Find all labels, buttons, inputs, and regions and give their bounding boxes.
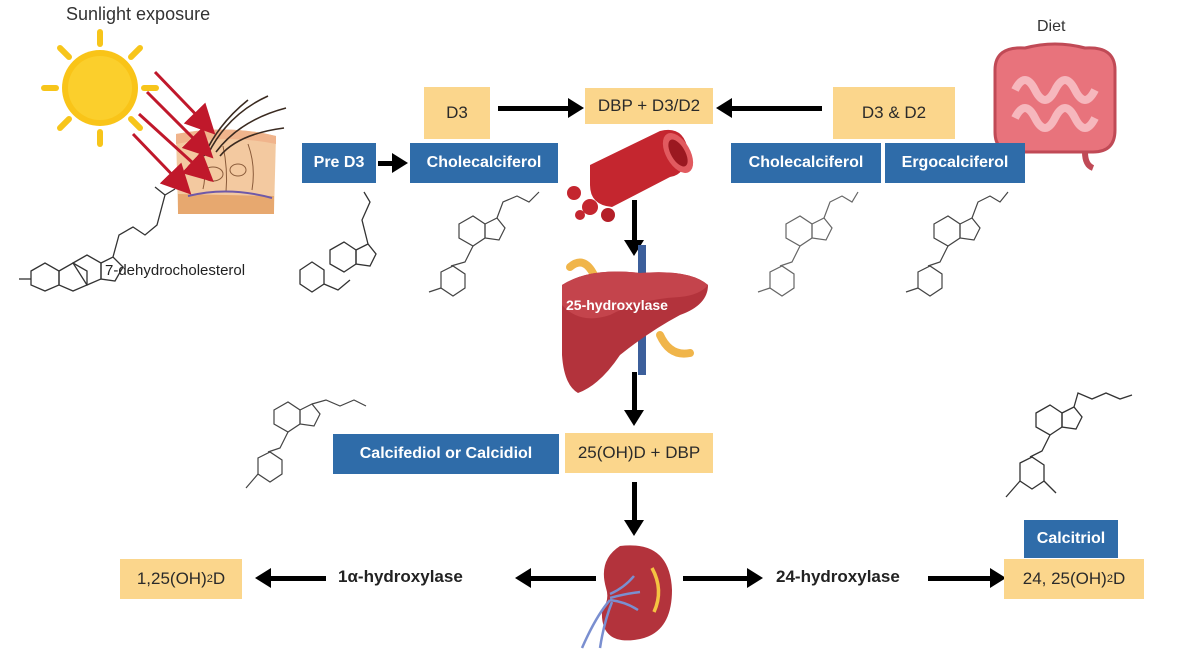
125-oh2d-text: 1,25(OH) [136,569,207,588]
arrow-head [747,568,763,588]
hydroxylase-24-label: 24-hydroxylase [776,567,900,586]
sun-icon [41,29,159,147]
hydroxylase-1a-label: 1α-hydroxylase [338,567,463,586]
arrow-kidney-to-24 [683,576,749,581]
liver-icon [562,245,708,393]
d3-d2-box: D3 & D2 [833,87,955,139]
blood-vessel-icon [567,129,694,222]
molecule-structure-icon [299,191,377,293]
arrow-head [392,153,408,173]
arrow-head [990,568,1006,588]
kidney-icon [580,545,672,649]
pre-d3-box: Pre D3 [302,143,376,183]
arrow-24-to-2425 [928,576,992,581]
arrow-head [568,98,584,118]
2425-oh2d-subscript: 2 [1106,573,1113,585]
arrow-d3d2-to-dbp [730,106,822,111]
molecule-structure-icon [245,399,367,489]
arrow-1a-to-125 [270,576,326,581]
molecule-structure-icon [905,191,1009,297]
arrow-head [716,98,732,118]
calcitriol-box: Calcitriol [1024,520,1118,558]
molecule-structure-icon [757,191,859,297]
arrow-head [255,568,271,588]
molecule-structure-icon [428,191,540,297]
arrow-head [624,520,644,536]
ergocalciferol-box: Ergocalciferol [885,143,1025,183]
125-oh2d-subscript: 2 [206,573,213,585]
diet-label: Diet [1037,18,1066,35]
arrow-liver-to-25ohd [632,372,637,412]
cholecalciferol-right-box: Cholecalciferol [731,143,881,183]
arrow-d3-to-dbp [498,106,570,111]
dehydrocholesterol-text: 7-dehydrocholesterol [105,262,245,279]
uv-rays [131,70,216,195]
dbp-d3-d2-box: DBP + D3/D2 [585,88,713,124]
arrow-kidney-to-1a [530,576,596,581]
arrow-head [515,568,531,588]
arrow-vessel-to-liver [632,200,637,242]
molecule-structure-icon: 7-dehydrocholesterol [19,186,245,292]
arrow-25ohd-to-kidney [632,482,637,522]
hydroxylase-25-label: 25-hydroxylase [566,297,668,313]
arrow-head [624,410,644,426]
arrow-pred3-to-chole [378,161,394,166]
2425-oh2d-text: 24, 25(OH) [1022,569,1107,588]
125-oh2d-tail: D [212,569,226,588]
intestine-icon [993,42,1117,171]
d3-box: D3 [424,87,490,139]
25ohd-dbp-box: 25(OH)D + DBP [565,433,713,473]
sunlight-label: Sunlight exposure [66,4,211,24]
molecule-structure-icon [1005,392,1133,498]
cholecalciferol-left-box: Cholecalciferol [410,143,558,183]
calcifediol-box: Calcifediol or Calcidiol [333,434,559,474]
2425-oh2d-tail: D [1112,569,1126,588]
